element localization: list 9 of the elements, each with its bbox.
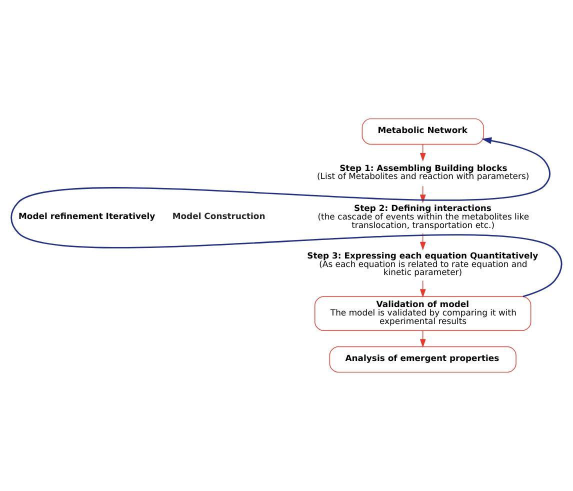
arrow xyxy=(11,137,562,298)
node-text: Step 2: Defining interactions (the cascade of events within the metabolites like translocation, transportation etc.) xyxy=(318,202,530,230)
node-box: Metabolic Network xyxy=(362,118,484,145)
node-box: Analysis of emergent properties xyxy=(329,346,516,373)
node-text: Step 1: Assembling Building blocks (List of Metabolites and reaction with parameters) xyxy=(317,162,530,182)
node-box: Validation of model The model is validated by comparing it with experimental results xyxy=(314,296,532,331)
label: Model Construction xyxy=(172,211,266,222)
edge-label: Model refinement Iteratively xyxy=(18,211,156,222)
node-text: Step 3: Expressing each equation Quantitatively (As each equation is related to rate equation and kinetic parameter) xyxy=(307,250,538,278)
